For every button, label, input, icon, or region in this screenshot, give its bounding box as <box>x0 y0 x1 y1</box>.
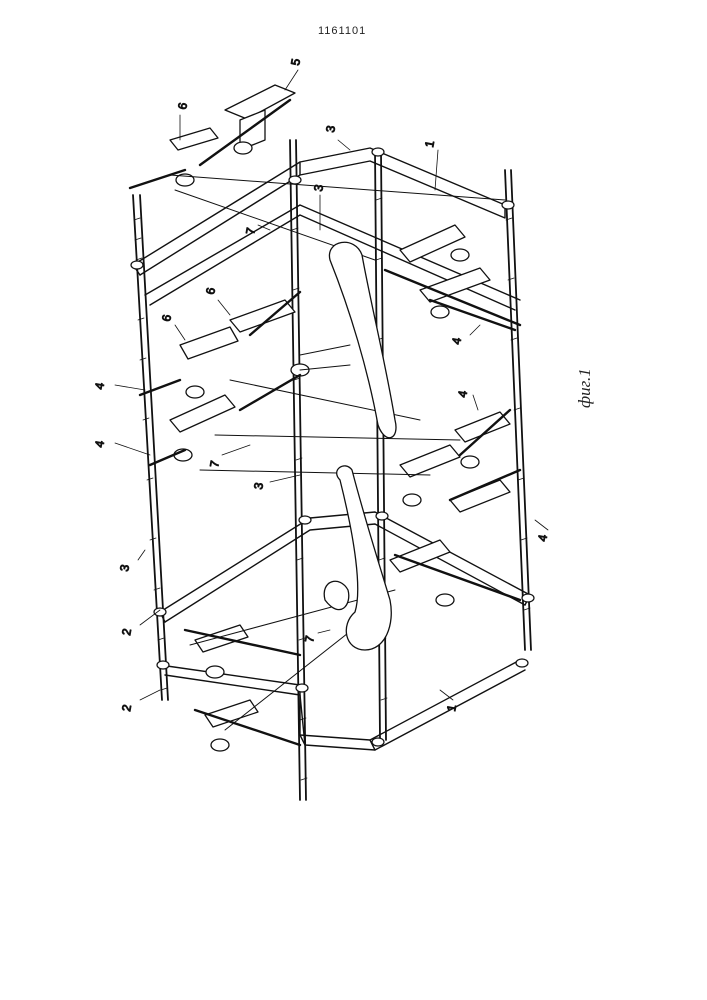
top-support-ring <box>133 148 505 275</box>
callout-1-bottom: 1 <box>444 703 459 712</box>
callout-7-upper: 7 <box>243 226 258 235</box>
callout-6-top: 6 <box>175 101 190 110</box>
threaded-rods <box>133 140 531 800</box>
callout-3-top: 3 <box>323 124 338 133</box>
callout-5: 5 <box>288 57 303 66</box>
callout-3-lower: 3 <box>117 563 132 572</box>
rod-thread-hatching <box>134 178 530 780</box>
callout-4-left-lower: 4 <box>92 439 107 448</box>
callout-4-right-middle: 4 <box>455 389 470 398</box>
callout-3-middle: 3 <box>251 481 266 490</box>
callout-2-upper: 2 <box>119 627 134 636</box>
callout-3-upper: 3 <box>311 183 326 192</box>
callout-4-left-upper: 4 <box>92 381 107 390</box>
callout-2-lower: 2 <box>119 703 134 712</box>
figure-caption: фиг.1 <box>575 368 595 408</box>
callout-1-top: 1 <box>422 139 437 148</box>
callout-4-right-lower: 4 <box>535 533 550 542</box>
callout-6-left: 6 <box>159 313 174 322</box>
junction-nuts <box>131 148 534 746</box>
callout-7-lower: 7 <box>302 634 317 643</box>
callout-6-middle: 6 <box>203 286 218 295</box>
callout-4-right-upper: 4 <box>449 336 464 345</box>
callout-7-middle: 7 <box>207 459 222 468</box>
bone-fragments <box>324 242 396 650</box>
